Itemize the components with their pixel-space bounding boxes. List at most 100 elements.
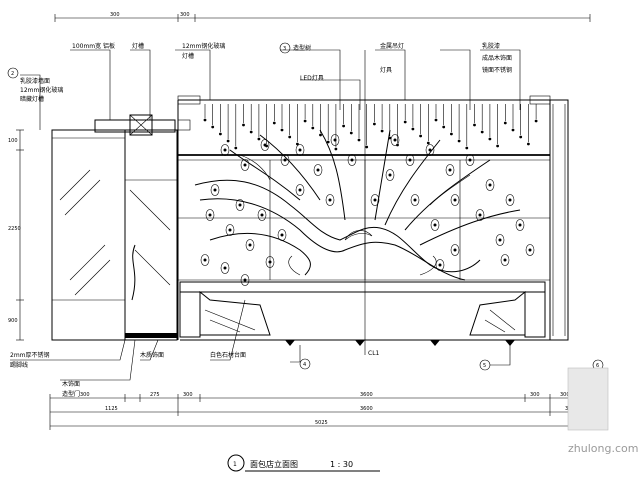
pendant-bulb: [226, 139, 230, 143]
tree-leaf-dot: [243, 163, 247, 167]
pendant-bulb: [326, 140, 330, 144]
pendant-bulb: [473, 123, 476, 127]
dim-b1-4: 3600: [360, 392, 373, 398]
tree-leaf-dot: [448, 168, 452, 172]
dim-top-1: 300: [110, 12, 120, 18]
tree-leaf: [425, 144, 435, 156]
pendant-bulb: [373, 122, 376, 126]
note-right-a-1: 金属吊灯: [380, 42, 404, 50]
tree-leaf-dot: [283, 158, 287, 162]
tree-leaf-dot: [280, 233, 284, 237]
tree-leaf-dot: [508, 198, 512, 202]
tree-leaf-dot: [428, 148, 432, 152]
tree-leaf: [235, 199, 245, 211]
callout-circle-4: [299, 358, 311, 370]
note-bottom-left2-2: 造型门: [62, 390, 80, 398]
tree-leaf: [390, 134, 400, 146]
tree-leaf-dot: [263, 143, 267, 147]
top-note-leaders: [20, 49, 521, 130]
tree-leaf: [240, 274, 250, 286]
tree-leaf-dot: [328, 198, 332, 202]
pendant-bulb: [527, 142, 530, 146]
tree-leaf-dot: [350, 158, 354, 162]
tree-leaf-dot: [528, 248, 532, 252]
pendant-bulb: [403, 120, 407, 124]
tree-leaf: [220, 262, 230, 274]
tree-leaf-dot: [468, 158, 472, 162]
note-bottom-left-1: 2mm厚不锈钢: [10, 351, 50, 359]
pendant-bulb: [319, 133, 322, 137]
pendant-bulb: [234, 146, 238, 150]
tree-leaf-dot: [298, 148, 302, 152]
pendant-bulb: [365, 145, 369, 149]
callout-4-number: 4: [303, 362, 306, 368]
tree-leaf-dot: [260, 213, 264, 217]
note-bottom-mid2: 木质饰面: [140, 351, 164, 359]
top-dimension-chain: 300 300: [54, 12, 591, 22]
tree-leaf: [210, 184, 220, 196]
dim-top-2: 300: [180, 12, 190, 18]
dim-b1-6: 300: [560, 392, 570, 398]
note-right-b-1: 乳胶漆: [482, 42, 500, 50]
tree-leaf-dot: [408, 158, 412, 162]
tree-leaf: [370, 194, 380, 206]
pendant-lights: [203, 104, 538, 151]
title-index-circle: [227, 454, 245, 472]
tree-leaf: [200, 254, 210, 266]
duct-box: [94, 114, 191, 136]
tree-leaf-dot: [453, 198, 457, 202]
pendant-bulb: [342, 124, 345, 128]
pendant-bulb: [334, 147, 338, 151]
callout-6-number: 6: [596, 363, 599, 369]
watermark-text: zhulong.com: [568, 442, 638, 455]
tree-leaf-dot: [503, 258, 507, 262]
tree-leaf-dot: [518, 223, 522, 227]
tree-leaf: [313, 164, 323, 176]
pendant-bulb: [272, 121, 276, 125]
pendant-bulb: [242, 123, 245, 127]
callout-3-number: 3: [283, 46, 286, 52]
note-bottom-mid: 白色石材台面: [210, 351, 246, 359]
bench-counter: [179, 281, 546, 346]
tree-leaf: [225, 224, 235, 236]
dim-b2-2: 3600: [360, 406, 373, 412]
tree-leaf: [260, 139, 270, 151]
tree-leaves: [200, 134, 535, 286]
pendant-bulb: [396, 143, 399, 147]
section-marker-label: CL1: [368, 350, 380, 357]
note-bottom-left-2: 踢脚线: [10, 361, 28, 369]
tree-leaf: [205, 209, 215, 221]
tree-leaf: [245, 239, 255, 251]
note-left-3: 暗藏灯槽: [20, 95, 44, 103]
tree-leaf: [495, 234, 505, 246]
callout-5-number: 5: [483, 363, 486, 369]
tree-leaf-dot: [488, 183, 492, 187]
pendant-bulb: [519, 135, 523, 139]
note-mid-1: 造型树: [293, 44, 311, 52]
tree-leaf-dot: [433, 223, 437, 227]
tree-leaf: [325, 194, 335, 206]
tree-leaf-dot: [478, 213, 482, 217]
pendant-bulb: [249, 130, 253, 134]
tree-leaf: [435, 259, 445, 271]
tree-leaf: [277, 229, 287, 241]
pendant-bulb: [534, 119, 538, 123]
tree-leaf-dot: [223, 266, 227, 270]
callout-circle-5: [479, 359, 491, 371]
tree-leaf: [240, 159, 250, 171]
tree-leaf: [515, 219, 525, 231]
baseboard: [125, 333, 177, 338]
tree-leaf: [450, 244, 460, 256]
tree-leaf: [405, 154, 415, 166]
tree-leaf-dot: [268, 260, 272, 264]
note-top-mid-2: 灯槽: [182, 52, 194, 60]
main-wall-frame: [177, 95, 569, 341]
door-handle: [131, 244, 136, 301]
tree-sculpture: [194, 129, 521, 281]
tree-leaf: [465, 154, 475, 166]
pendant-bulb: [203, 118, 207, 122]
dim-b1-5: 300: [530, 392, 540, 398]
pendant-bulb: [211, 125, 215, 129]
dim-b2-1: 1125: [105, 406, 118, 412]
